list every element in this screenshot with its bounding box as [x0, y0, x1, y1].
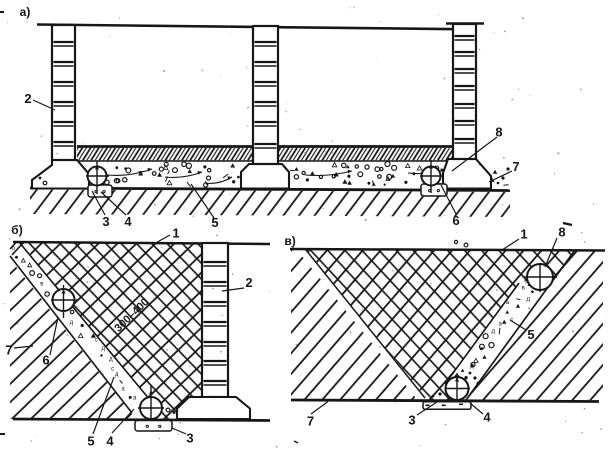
svg-text:а: а — [133, 396, 137, 402]
svg-text:2: 2 — [24, 91, 31, 106]
svg-text:в: в — [522, 286, 525, 292]
svg-text:с: с — [111, 366, 114, 372]
svg-text:в): в) — [284, 234, 295, 248]
svg-text:д: д — [527, 297, 531, 303]
svg-text:3: 3 — [186, 431, 193, 446]
svg-text:3: 3 — [408, 413, 415, 428]
svg-text:6: 6 — [42, 353, 49, 368]
svg-text:4: 4 — [483, 410, 491, 425]
svg-text:5: 5 — [527, 327, 534, 342]
svg-text:а: а — [506, 300, 510, 306]
svg-text:2: 2 — [245, 275, 252, 290]
svg-text:5: 5 — [87, 434, 94, 449]
svg-text:в: в — [40, 282, 43, 288]
svg-text:с: с — [95, 337, 98, 343]
svg-text:6: 6 — [452, 213, 459, 228]
svg-text:д: д — [115, 372, 119, 378]
svg-text:д: д — [70, 320, 74, 326]
svg-text:д: д — [101, 346, 105, 352]
svg-text:д: д — [109, 357, 113, 363]
svg-text:а: а — [121, 387, 125, 393]
svg-text:8: 8 — [495, 125, 502, 140]
svg-text:4: 4 — [124, 214, 132, 229]
svg-text:1: 1 — [172, 226, 179, 241]
svg-text:о: о — [12, 246, 16, 252]
svg-text:4: 4 — [106, 434, 114, 449]
svg-text:7: 7 — [5, 343, 12, 358]
svg-text:а: а — [499, 322, 503, 328]
svg-text:в: в — [524, 279, 527, 285]
svg-text:5: 5 — [211, 215, 218, 230]
svg-text:д: д — [491, 329, 495, 335]
svg-text:8: 8 — [558, 225, 565, 240]
svg-text:7: 7 — [512, 159, 519, 174]
svg-text:б): б) — [11, 223, 22, 237]
svg-text:3: 3 — [102, 214, 109, 229]
svg-text:1: 1 — [520, 227, 527, 242]
svg-text:7: 7 — [307, 414, 314, 429]
svg-text:а): а) — [20, 5, 31, 19]
